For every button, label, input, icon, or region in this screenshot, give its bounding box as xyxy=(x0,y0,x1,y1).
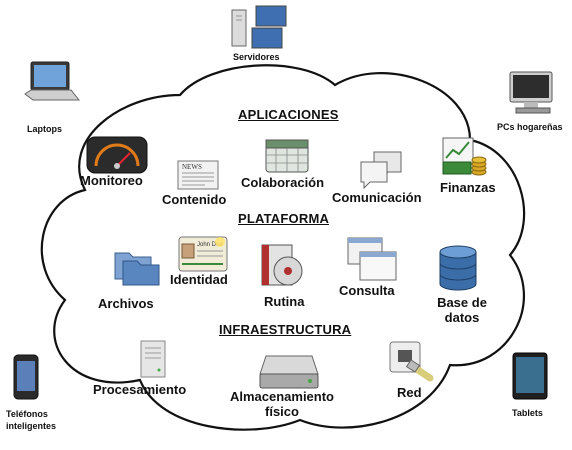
servers-icon xyxy=(231,5,287,49)
hard-drive-icon xyxy=(259,355,319,389)
label-monitoreo: Monitoreo xyxy=(80,173,143,188)
gauge-icon xyxy=(86,136,148,174)
smartphone-icon xyxy=(13,354,39,400)
label-tablets: Tablets xyxy=(512,408,543,418)
label-finanzas: Finanzas xyxy=(440,180,496,195)
label-identidad: Identidad xyxy=(170,272,228,287)
label-servidores: Servidores xyxy=(233,52,280,62)
network-plug-icon xyxy=(389,341,434,382)
section-infraestructura: INFRAESTRUCTURA xyxy=(219,322,352,337)
label-telefonos-line2: inteligentes xyxy=(6,421,57,431)
svg-text:NEWS: NEWS xyxy=(182,163,202,171)
label-base-de-datos-line2: datos xyxy=(444,310,480,325)
windows-icon xyxy=(347,237,397,281)
label-almacenamiento: Almacenamiento físico xyxy=(222,389,342,419)
label-telefonos-line1: Teléfonos xyxy=(6,409,48,419)
label-consulta: Consulta xyxy=(339,283,395,298)
desktop-pc-icon xyxy=(509,71,553,114)
database-icon xyxy=(439,245,477,291)
label-laptops: Laptops xyxy=(27,124,62,134)
label-archivos: Archivos xyxy=(98,296,154,311)
calendar-icon xyxy=(265,139,309,173)
id-card-name: John Doe xyxy=(197,242,223,248)
newspaper-icon: NEWS xyxy=(177,160,219,190)
label-contenido: Contenido xyxy=(162,192,227,207)
folder-icon xyxy=(114,252,160,286)
routine-disc-icon xyxy=(261,244,303,286)
id-card-icon: John Doe xyxy=(178,236,228,272)
server-icon xyxy=(140,340,166,378)
speech-bubbles-icon xyxy=(360,151,402,190)
laptop-icon xyxy=(24,61,81,101)
label-comunicacion: Comunicación xyxy=(332,190,422,205)
label-red: Red xyxy=(397,385,422,400)
section-plataforma: PLATAFORMA xyxy=(238,211,330,226)
label-almacenamiento-line2: físico xyxy=(265,404,299,419)
label-base-de-datos: Base de datos xyxy=(432,295,492,325)
label-telefonos: Teléfonos inteligentes xyxy=(6,408,56,432)
label-pcs-hogarenas: PCs hogareñas xyxy=(497,122,563,132)
tablet-icon xyxy=(512,352,548,400)
label-almacenamiento-line1: Almacenamiento xyxy=(229,389,335,404)
label-rutina: Rutina xyxy=(264,294,305,309)
label-procesamiento: Procesamiento xyxy=(93,382,187,397)
label-base-de-datos-line1: Base de xyxy=(437,295,487,310)
label-colaboracion: Colaboración xyxy=(241,175,325,190)
section-aplicaciones: APLICACIONES xyxy=(238,107,339,122)
money-coins-icon xyxy=(442,137,487,176)
